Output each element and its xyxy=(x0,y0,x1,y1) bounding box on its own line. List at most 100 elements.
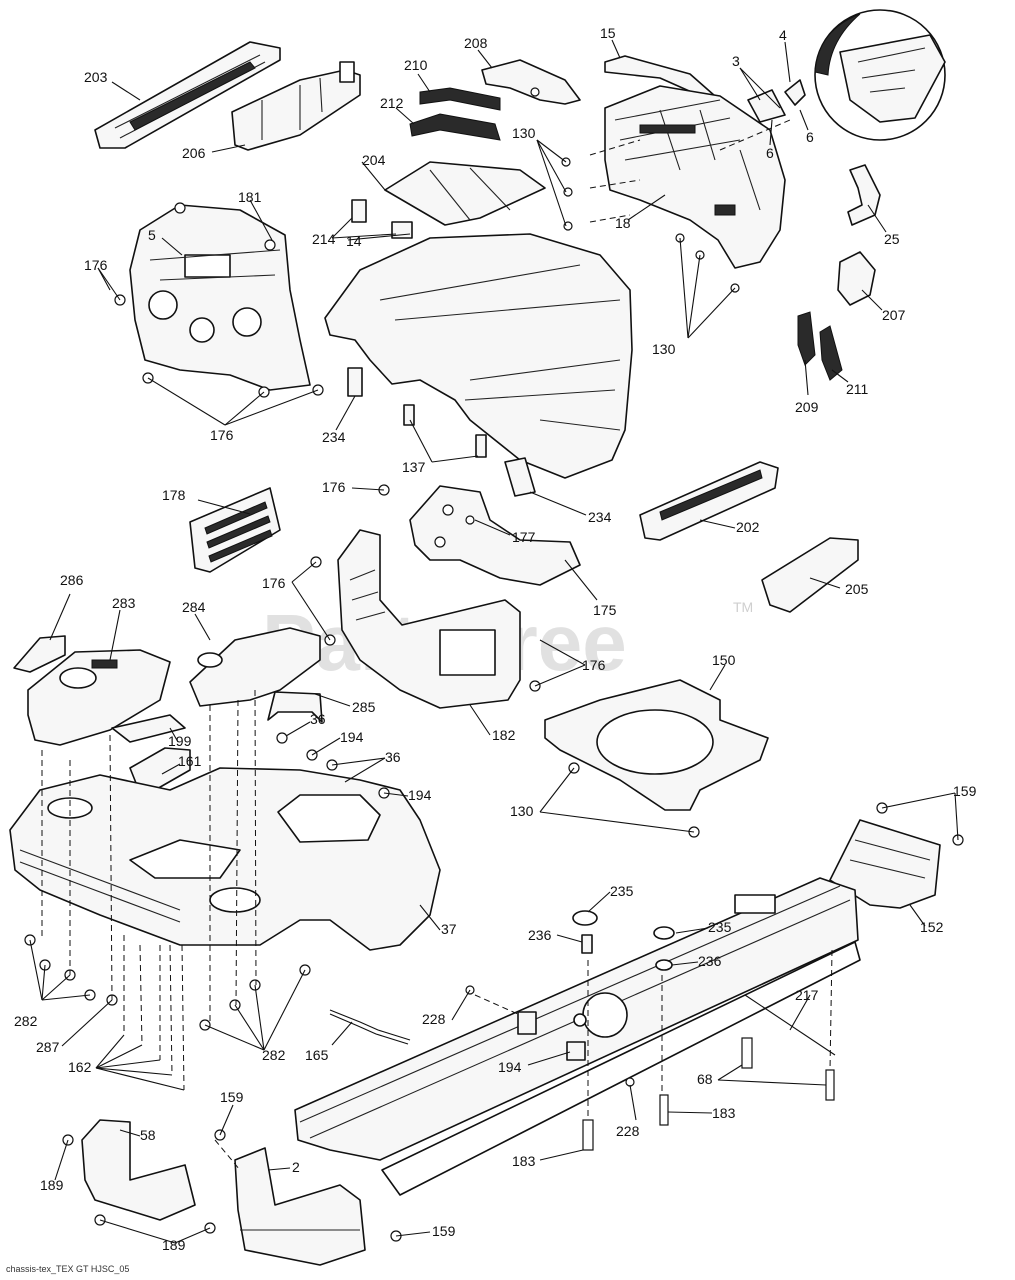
part-handle xyxy=(267,691,323,723)
callout-36-b: 36 xyxy=(385,749,401,765)
callout-199: 199 xyxy=(168,733,192,749)
part-grille-strip xyxy=(94,41,281,149)
callout-202: 202 xyxy=(736,519,760,535)
callout-206: 206 xyxy=(182,145,206,161)
part-dash-bracket xyxy=(231,61,361,151)
callout-209: 209 xyxy=(795,399,819,415)
callout-212: 212 xyxy=(380,95,404,111)
callout-68: 68 xyxy=(697,1071,713,1087)
callout-130-lower: 130 xyxy=(510,803,534,819)
callout-6a: 6 xyxy=(766,145,774,161)
callout-labels: 203 206 210 212 208 15 3 4 6 6 130 204 1… xyxy=(14,25,977,1253)
part-side-bracket xyxy=(481,59,581,105)
watermark-trademark: TM xyxy=(733,599,753,615)
callout-4: 4 xyxy=(779,27,787,43)
part-decal-strips xyxy=(409,87,501,141)
assembly-lines xyxy=(41,119,833,1171)
callout-282-right: 282 xyxy=(262,1047,286,1063)
part-main-frame xyxy=(294,877,861,1196)
callout-159-right: 159 xyxy=(953,783,977,799)
part-rod-link xyxy=(329,1009,411,1045)
callout-137: 137 xyxy=(402,459,426,475)
part-side-vent xyxy=(189,487,281,573)
callout-228-b: 228 xyxy=(616,1123,640,1139)
part-front-nose xyxy=(604,85,786,269)
callout-130-right: 130 xyxy=(652,341,676,357)
callout-194-a: 194 xyxy=(340,729,364,745)
callout-183-a: 183 xyxy=(712,1105,736,1121)
part-rod-217 xyxy=(744,994,836,1056)
callout-217: 217 xyxy=(795,987,819,1003)
part-front-brackets xyxy=(81,1119,366,1266)
part-fender-deck xyxy=(9,767,441,951)
callout-228-a: 228 xyxy=(422,1011,446,1027)
callout-183-b: 183 xyxy=(512,1153,536,1169)
part-rear-bracket xyxy=(829,819,941,909)
callout-3: 3 xyxy=(732,53,740,69)
callout-176-mid: 176 xyxy=(322,479,346,495)
callout-175: 175 xyxy=(593,602,617,618)
callout-282-left: 282 xyxy=(14,1013,38,1029)
callout-162: 162 xyxy=(68,1059,92,1075)
callout-177: 177 xyxy=(512,529,536,545)
callout-37: 37 xyxy=(441,921,457,937)
callout-287: 287 xyxy=(36,1039,60,1055)
part-side-cover xyxy=(761,537,859,613)
callout-235-b: 235 xyxy=(708,919,732,935)
callout-194-b: 194 xyxy=(408,787,432,803)
callout-161: 161 xyxy=(178,753,202,769)
callout-189-a: 189 xyxy=(40,1177,64,1193)
part-small-tabs xyxy=(347,367,536,497)
callout-152: 152 xyxy=(920,919,944,935)
part-front-bumper-strip xyxy=(639,461,779,541)
callout-15: 15 xyxy=(600,25,616,41)
callout-203: 203 xyxy=(84,69,108,85)
callout-234-bottom: 234 xyxy=(588,509,612,525)
part-steering-support xyxy=(409,485,581,586)
callout-204: 204 xyxy=(362,152,386,168)
callout-284: 284 xyxy=(182,599,206,615)
callout-205: 205 xyxy=(845,581,869,597)
callout-58: 58 xyxy=(140,1127,156,1143)
callout-207: 207 xyxy=(882,307,906,323)
part-washers xyxy=(572,910,675,971)
part-lower-dash xyxy=(337,529,521,709)
callout-214: 214 xyxy=(312,231,336,247)
callout-150: 150 xyxy=(712,652,736,668)
callout-18: 18 xyxy=(615,215,631,231)
callout-6b: 6 xyxy=(806,129,814,145)
callout-130-top: 130 xyxy=(512,125,536,141)
callout-236-b: 236 xyxy=(698,953,722,969)
callout-189-b: 189 xyxy=(162,1237,186,1253)
part-dash-panel xyxy=(129,204,311,391)
part-pivot-blocks xyxy=(517,1011,586,1061)
callout-211: 211 xyxy=(846,381,869,397)
callout-165: 165 xyxy=(305,1047,329,1063)
callout-2: 2 xyxy=(292,1159,300,1175)
callout-234-top: 234 xyxy=(322,429,346,445)
callout-5: 5 xyxy=(148,227,156,243)
callout-285: 285 xyxy=(352,699,376,715)
callout-176-lower: 176 xyxy=(582,657,606,673)
callout-236-a: 236 xyxy=(528,927,552,943)
part-hinge-brackets xyxy=(747,79,806,123)
leader-lines xyxy=(29,39,959,1244)
part-right-side-pieces xyxy=(797,164,881,381)
callout-25: 25 xyxy=(884,231,900,247)
callout-159-left: 159 xyxy=(220,1089,244,1105)
callout-210: 210 xyxy=(404,57,428,73)
footer-drawing-id: chassis-tex_TEX GT HJSC_05 xyxy=(6,1264,129,1274)
callout-176-left: 176 xyxy=(84,257,108,273)
callout-14: 14 xyxy=(346,233,362,249)
callout-194-c: 194 xyxy=(498,1059,522,1075)
callout-176-dash: 176 xyxy=(210,427,234,443)
callout-176-dash-mid: 176 xyxy=(262,575,286,591)
callout-283: 283 xyxy=(112,595,136,611)
part-fender-covers xyxy=(13,627,321,746)
callout-286: 286 xyxy=(60,572,84,588)
callout-235-a: 235 xyxy=(610,883,634,899)
part-detail-inset xyxy=(814,9,946,141)
callout-159-bottom: 159 xyxy=(432,1223,456,1239)
